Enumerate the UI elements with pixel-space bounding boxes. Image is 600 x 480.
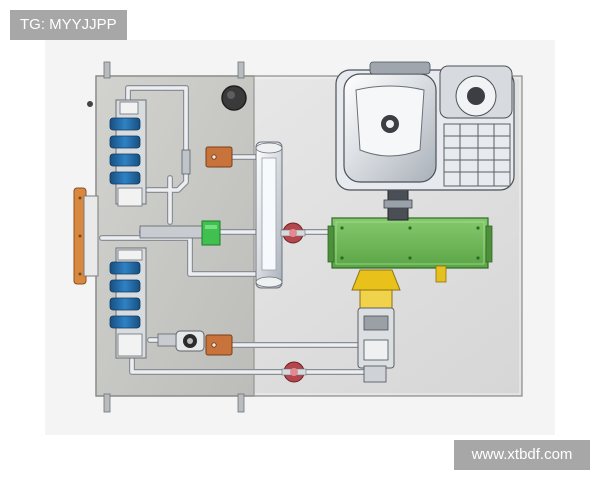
inline-fitting xyxy=(181,149,191,175)
filler-cap xyxy=(221,85,247,111)
drive-coupling xyxy=(383,185,413,221)
watermark-bottom-right: www.xtbdf.com xyxy=(454,440,590,470)
breather-cap xyxy=(87,101,93,107)
ball-valve-upper xyxy=(280,222,306,244)
engine xyxy=(335,61,515,191)
level-sight-glass xyxy=(255,141,283,289)
side-flange xyxy=(73,187,99,285)
upper-valve-stack xyxy=(109,99,147,207)
pump-bell-housing xyxy=(351,269,401,309)
watermark-top-left: TG: MYYJJPP xyxy=(10,10,127,40)
lower-valve-stack xyxy=(109,247,147,359)
hydraulic-pump xyxy=(357,307,395,383)
gearbox xyxy=(327,217,493,283)
filler-cap-highlight xyxy=(227,91,235,99)
inline-filter xyxy=(139,220,221,246)
ball-valve-lower xyxy=(281,361,307,383)
mounting-lugs xyxy=(103,61,245,413)
pipe-brackets xyxy=(205,146,233,356)
small-pump xyxy=(157,330,205,352)
